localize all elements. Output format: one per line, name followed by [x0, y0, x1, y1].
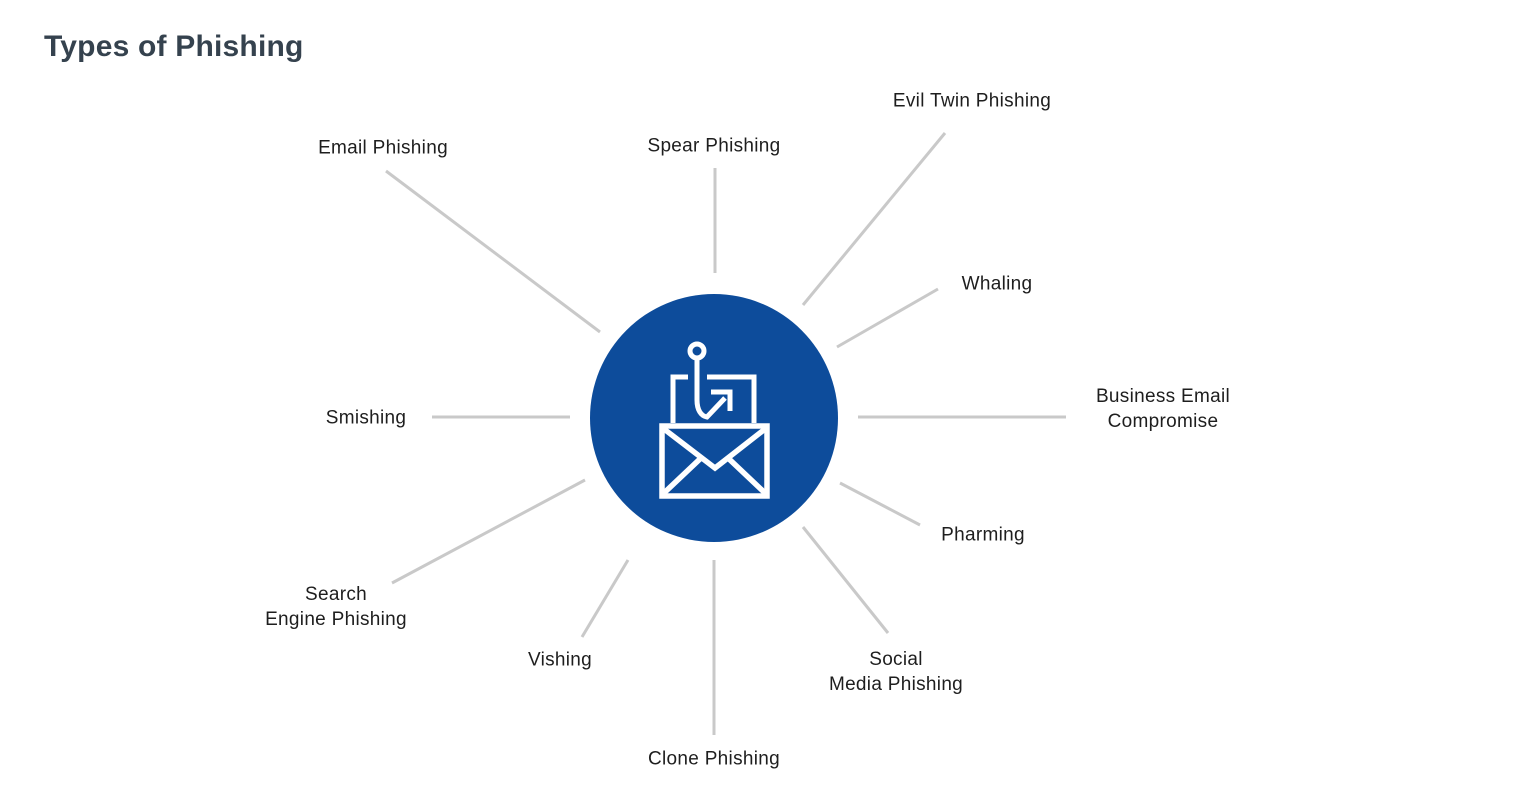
envelope-folds: [662, 456, 767, 495]
node-label-email-phishing: Email Phishing: [318, 137, 448, 159]
node-label-pharming: Pharming: [941, 524, 1025, 546]
hook-bracket: [670, 374, 757, 423]
connector-social-media-phishing: [801, 526, 890, 634]
connector-email-phishing: [385, 169, 601, 334]
node-label-clone-phishing: Clone Phishing: [647, 748, 781, 770]
envelope-flap: [662, 426, 767, 472]
center-circle: [590, 294, 838, 542]
node-label-vishing: Vishing: [527, 649, 593, 671]
node-label-business-email-compromise: Business Email Compromise: [1095, 385, 1231, 432]
envelope-body: [659, 423, 770, 499]
hook-arrowhead: [711, 389, 733, 411]
node-label-social-media-phishing: Social Media Phishing: [828, 648, 964, 695]
node-label-smishing: Smishing: [325, 407, 407, 429]
node-label-search-engine-phishing: Search Engine Phishing: [265, 583, 407, 630]
connector-pharming: [839, 481, 921, 527]
node-label-evil-twin-phishing: Evil Twin Phishing: [892, 90, 1052, 112]
node-label-whaling: Whaling: [961, 273, 1033, 295]
connector-lines: [385, 132, 1066, 735]
node-label-spear-phishing: Spear Phishing: [647, 135, 781, 157]
connector-search-engine-phishing: [391, 478, 586, 585]
hook-shaft: [694, 358, 727, 420]
phishing-hook-email-icon: [659, 341, 770, 499]
connector-evil-twin-phishing: [801, 132, 947, 306]
connector-whaling: [836, 287, 939, 349]
page-title: Types of Phishing: [44, 30, 304, 63]
connector-vishing: [580, 559, 630, 638]
